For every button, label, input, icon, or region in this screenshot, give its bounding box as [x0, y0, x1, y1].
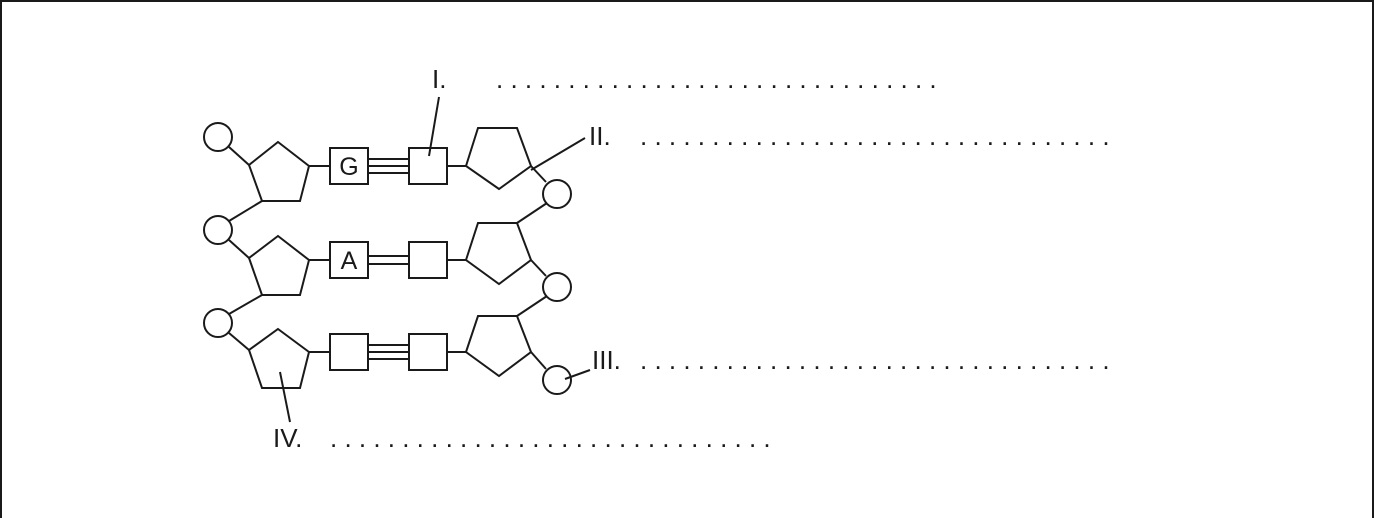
- base-left-3: [329, 333, 369, 371]
- bond-right-1b: [516, 202, 548, 224]
- leader-line-iv: [279, 371, 291, 423]
- nitrogenous-base: [408, 147, 448, 185]
- base-left-1-letter: G: [339, 153, 358, 181]
- bond-right-2a: [530, 259, 547, 277]
- label-iv: IV.: [273, 423, 302, 453]
- base-right-3: [408, 333, 448, 371]
- phosphate-left-1: [203, 122, 233, 152]
- hydrogen-bonds-row-1: [368, 158, 409, 174]
- label-i: I.: [432, 64, 446, 94]
- phosphate-left-3: [203, 308, 233, 338]
- bond-left-2a: [228, 239, 250, 259]
- sugar-right-1: [464, 127, 533, 191]
- answer-line-iii: . . . . . . . . . . . . . . . . . . . . …: [640, 345, 1110, 375]
- bond-left-1a: [228, 146, 250, 166]
- sugar-right-2: [464, 222, 533, 286]
- sugar-left-1: [247, 140, 311, 202]
- leader-line-iii: [564, 369, 591, 380]
- label-iii: III.: [592, 345, 621, 375]
- phosphate-group: [542, 365, 572, 395]
- phosphate-left-2: [203, 215, 233, 245]
- phosphate-right-2: [542, 272, 572, 302]
- sugar-right-3: [464, 315, 533, 378]
- hydrogen-bonds-row-3: [368, 344, 409, 360]
- answer-line-iv: . . . . . . . . . . . . . . . . . . . . …: [330, 423, 771, 453]
- bond-left-1b: [228, 200, 263, 222]
- base-left-2-letter: A: [341, 247, 358, 275]
- bond-right-3a: [530, 351, 547, 370]
- sugar-left-2: [247, 234, 311, 296]
- base-left-1: [329, 147, 369, 185]
- leader-line-i: [428, 96, 440, 157]
- leader-line-ii: [530, 137, 586, 171]
- hydrogen-bonds-row-2: [368, 255, 409, 265]
- answer-line-i: . . . . . . . . . . . . . . . . . . . . …: [496, 64, 937, 94]
- answer-line-ii: . . . . . . . . . . . . . . . . . . . . …: [640, 121, 1110, 151]
- bond-right-2b: [516, 295, 548, 317]
- deoxyribose-sugar: [247, 327, 311, 389]
- bond-left-3a: [228, 332, 250, 351]
- base-right-2: [408, 241, 448, 279]
- bond-left-2b: [228, 294, 263, 315]
- label-ii: II.: [589, 121, 611, 151]
- phosphate-right-1: [542, 179, 572, 209]
- base-left-2: [329, 241, 369, 279]
